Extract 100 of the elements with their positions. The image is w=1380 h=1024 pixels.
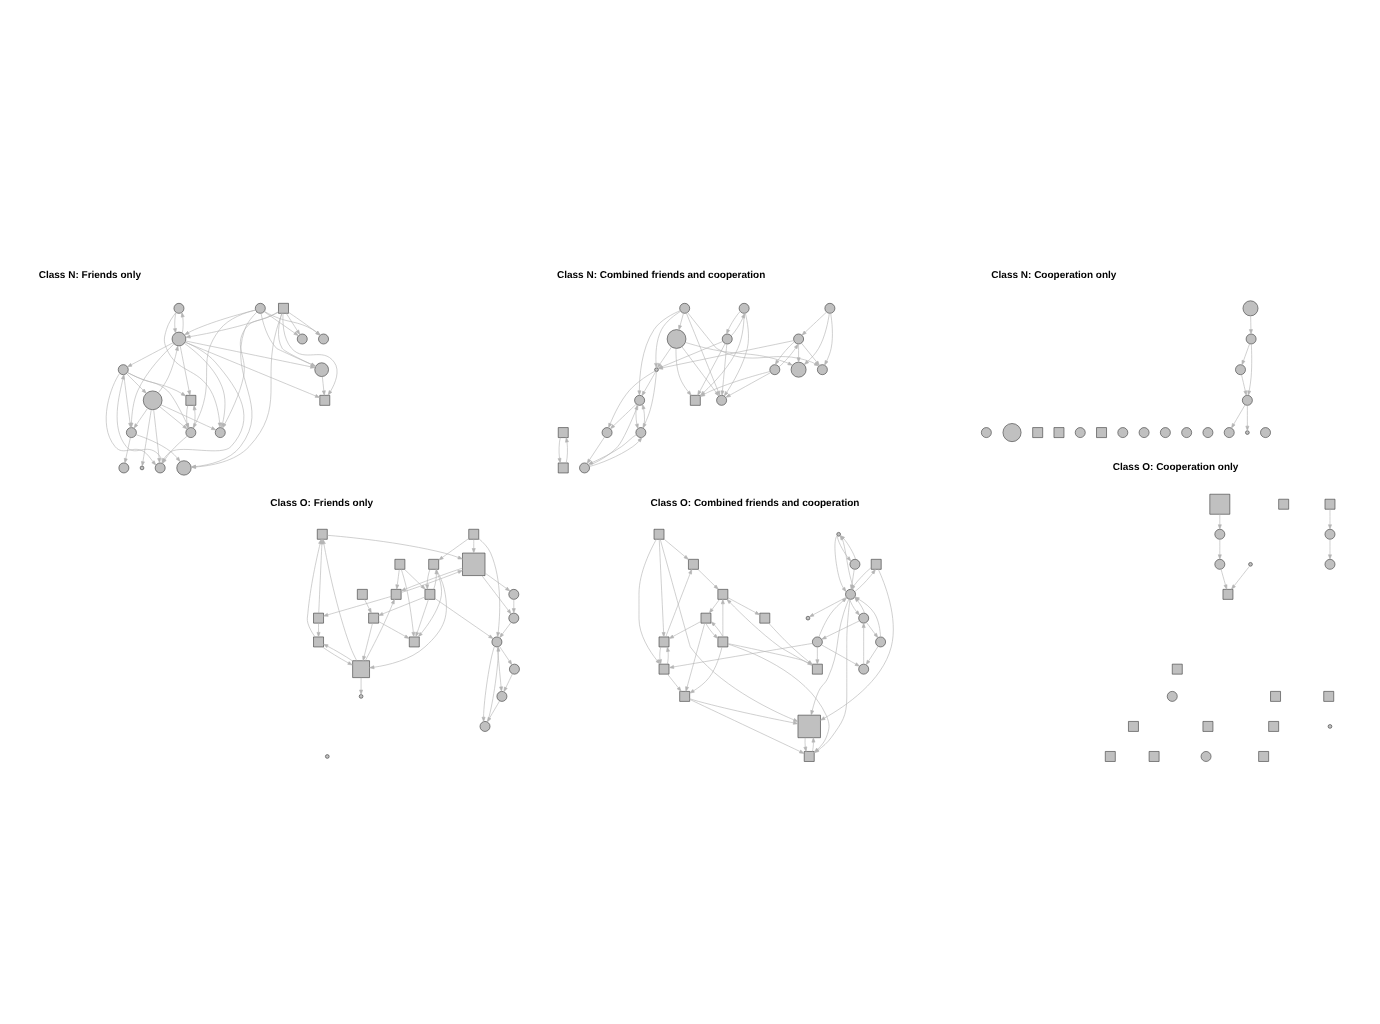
node-circle bbox=[1117, 426, 1129, 437]
arrow bbox=[710, 620, 724, 637]
arrow bbox=[663, 537, 689, 559]
arrow bbox=[709, 598, 720, 613]
node-box bbox=[1104, 750, 1116, 761]
arrow bbox=[278, 312, 316, 366]
arrow bbox=[803, 736, 808, 751]
arrow bbox=[815, 645, 820, 664]
arrow bbox=[263, 310, 299, 335]
node-circle bbox=[508, 588, 520, 599]
arrow bbox=[689, 645, 723, 693]
node-circle bbox=[1245, 332, 1257, 344]
node-circle bbox=[1324, 558, 1336, 569]
node-box bbox=[1258, 750, 1269, 761]
arrow bbox=[610, 402, 637, 429]
arrow bbox=[866, 621, 879, 637]
node-circle bbox=[176, 459, 192, 475]
arrow bbox=[586, 435, 605, 463]
arrow bbox=[438, 537, 469, 560]
arrow bbox=[499, 645, 513, 664]
arrow bbox=[1328, 508, 1332, 529]
arrow bbox=[126, 372, 147, 393]
arrow bbox=[418, 568, 442, 637]
arrow bbox=[865, 645, 879, 664]
arrow bbox=[1231, 403, 1246, 428]
arrow bbox=[1231, 564, 1250, 589]
node-box bbox=[557, 461, 569, 473]
arrow bbox=[675, 347, 692, 395]
node-circle bbox=[817, 363, 828, 374]
arrow bbox=[484, 571, 511, 591]
arrow bbox=[184, 340, 320, 397]
arrow bbox=[185, 339, 316, 368]
arrow bbox=[1241, 342, 1250, 365]
node-box bbox=[658, 662, 670, 674]
arrow bbox=[720, 342, 728, 395]
node-circle bbox=[601, 426, 613, 437]
arrow bbox=[565, 436, 569, 463]
arrow bbox=[1249, 314, 1253, 334]
node-circle bbox=[1223, 426, 1235, 437]
node-circle bbox=[126, 426, 137, 437]
arrow bbox=[487, 699, 500, 722]
node-circle bbox=[654, 366, 659, 371]
node-box bbox=[1324, 497, 1336, 509]
node-box bbox=[313, 635, 324, 647]
arrow bbox=[316, 622, 321, 637]
arrow bbox=[687, 311, 819, 366]
node-circle bbox=[1242, 394, 1253, 405]
arrow bbox=[723, 312, 749, 396]
node-circle bbox=[318, 332, 329, 344]
node-box bbox=[185, 394, 197, 405]
arrow bbox=[726, 310, 741, 334]
arrow bbox=[1217, 512, 1222, 529]
arrow bbox=[721, 598, 725, 636]
arrow bbox=[635, 403, 639, 428]
arrow bbox=[497, 645, 503, 691]
arrow bbox=[481, 645, 495, 721]
arrow bbox=[658, 645, 662, 664]
node-circle bbox=[255, 302, 266, 313]
arrow bbox=[478, 537, 501, 637]
arrow bbox=[378, 620, 410, 638]
node-box bbox=[797, 713, 821, 737]
arrow bbox=[659, 538, 799, 721]
arrow bbox=[327, 534, 463, 559]
arrow bbox=[821, 619, 860, 639]
node-circle bbox=[508, 611, 520, 623]
arrow bbox=[503, 672, 513, 691]
node-circle bbox=[154, 461, 166, 473]
arrow bbox=[481, 574, 512, 614]
arrow bbox=[282, 312, 338, 395]
node-circle bbox=[805, 614, 811, 620]
node-box bbox=[1323, 690, 1335, 701]
node-circle bbox=[496, 690, 508, 701]
arrow bbox=[127, 341, 174, 367]
node-box bbox=[1053, 426, 1065, 437]
node-box bbox=[319, 394, 331, 405]
arrow bbox=[641, 370, 657, 395]
node-box bbox=[759, 611, 771, 623]
node-circle bbox=[679, 302, 690, 313]
node-box bbox=[462, 551, 486, 575]
node-box bbox=[690, 394, 701, 405]
arrow bbox=[499, 621, 512, 637]
node-circle bbox=[358, 693, 364, 698]
node-box bbox=[679, 690, 690, 701]
arrow bbox=[810, 597, 850, 715]
node-circle bbox=[1248, 561, 1253, 566]
arrow bbox=[184, 308, 256, 335]
arrow bbox=[685, 622, 705, 691]
arrow bbox=[705, 622, 719, 638]
node-box bbox=[1096, 426, 1107, 437]
arrow bbox=[415, 598, 429, 636]
node-circle bbox=[479, 720, 491, 731]
node-box bbox=[1209, 492, 1231, 514]
arrow bbox=[638, 538, 661, 664]
node-circle bbox=[849, 558, 861, 569]
node-box bbox=[1148, 750, 1160, 761]
node-box bbox=[1171, 662, 1183, 674]
node-circle bbox=[117, 363, 129, 374]
arrow bbox=[153, 408, 161, 463]
node-circle bbox=[173, 302, 185, 313]
node-box bbox=[1202, 720, 1214, 731]
